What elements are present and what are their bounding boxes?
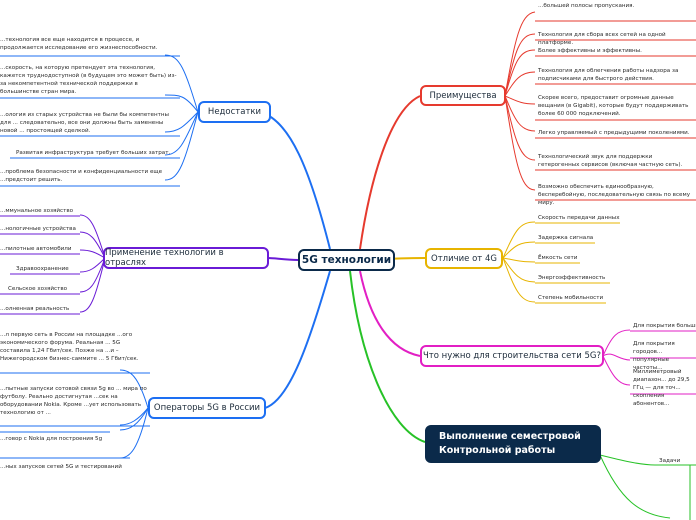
advantages-item-4[interactable]: Технология для облегчения работы надзора… [538,68,679,83]
operators-node[interactable]: Операторы 5G в России [148,397,266,419]
disadvantages-item-4[interactable]: Развитая инфраструктура требует больших … [16,150,171,156]
disadvantages-item-1[interactable]: ...технология все еще находится в процес… [0,37,158,52]
industries-item-1[interactable]: ...ммунальное хозяйство [0,208,74,214]
disadvantages-item-3[interactable]: ...ология из старых устройства не были б… [0,112,169,135]
build-item-1[interactable]: Для покрытия больших... [633,323,696,329]
semester-item-1[interactable]: Задачи [659,458,681,464]
root-node[interactable]: 5G технологии [298,249,395,271]
connector-root-industries [267,257,299,261]
operators-item-3[interactable]: ...говор с Nokia для построения 5g [0,436,103,442]
diff4g-item-4[interactable]: Энергоэффективность [538,275,606,281]
advantages-item-1[interactable]: ...большей полосы пропускания. [538,3,635,9]
disadvantages-item-5[interactable]: ...проблема безопасности и конфиденциаль… [0,169,163,184]
industries-item-3[interactable]: ...пилотные автомобили [0,246,72,252]
diff4g-item-3[interactable]: Ёмкость сети [538,255,578,261]
build-node[interactable]: Что нужно для строительства сети 5G? [420,345,604,367]
industries-item-4[interactable]: Здравоохранение [16,266,69,272]
build-item-3[interactable]: Миллиметровый диапазон... до 29,5 ГГц — … [633,369,690,408]
advantages-item-7[interactable]: Технологический звук для поддержки гетер… [538,154,683,169]
diff4g-node[interactable]: Отличие от 4G [425,248,503,269]
industries-item-2[interactable]: ...нологичные устройства [0,226,76,232]
diff4g-item-5[interactable]: Степень мобильности [538,295,604,301]
connector-root-semester [349,270,426,443]
advantages-item-8[interactable]: Возможно обеспечить единообразную, беспе… [538,184,690,207]
build-item-2[interactable]: Для покрытия городов... популярные часто… [633,341,675,372]
advantages-node[interactable]: Преимущества [420,85,506,106]
disadvantages-item-2[interactable]: ...скорость, на которую претендует эта т… [0,65,177,96]
connector-root-advantages [359,95,421,250]
operators-item-4[interactable]: ...ных запусков сетей 5G и тестирований [0,464,122,470]
disadvantages-node[interactable]: Недостатки [198,101,271,123]
diff4g-item-1[interactable]: Скорость передачи данных [538,215,620,221]
connector-root-operators [264,270,331,409]
connector-root-disadvantages [259,111,331,250]
semester-node[interactable]: Выполнение семестровой Контрольной работ… [425,425,601,463]
operators-item-1[interactable]: ...л первую сеть в России на площадке ..… [0,332,139,363]
advantages-item-6[interactable]: Легко управляемый с предыдущими поколени… [538,130,690,136]
advantages-item-3[interactable]: Более эффективны и эффективны. [538,48,642,54]
industries-item-5[interactable]: Сельское хозяйство [8,286,68,292]
advantages-item-5[interactable]: Скорее всего, предоставит огромные данны… [538,95,689,118]
industries-item-6[interactable]: ...олненная реальность [0,306,70,312]
connector-root-build [359,270,421,357]
diff4g-item-2[interactable]: Задержка сигнала [538,235,594,241]
industries-node[interactable]: Применение технологии в отраслях [103,247,269,269]
advantages-item-2[interactable]: Технология для сбора всех сетей на одной… [538,32,666,47]
operators-item-2[interactable]: ...пытные запуски сотовой связи 5g во ..… [0,386,147,417]
